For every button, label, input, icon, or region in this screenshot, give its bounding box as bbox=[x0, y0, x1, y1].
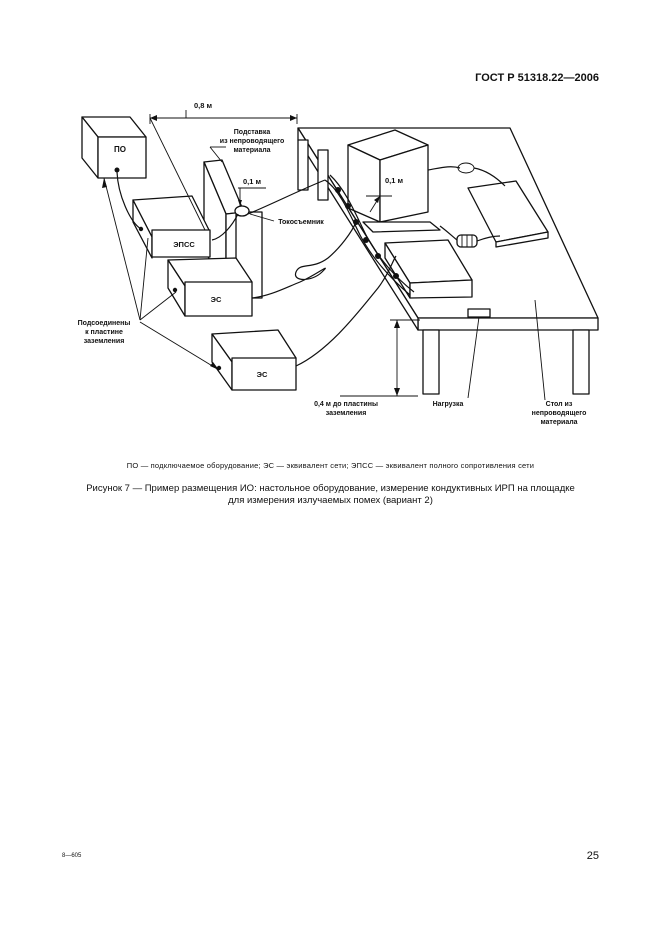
figure-caption: Рисунок 7 — Пример размещения ИО: настол… bbox=[60, 483, 601, 507]
es-label-1: ЭС bbox=[211, 295, 222, 304]
svg-text:к пластине: к пластине bbox=[85, 329, 123, 336]
svg-text:заземления: заземления bbox=[84, 338, 125, 345]
svg-text:Нагрузка: Нагрузка bbox=[433, 401, 464, 408]
figure-legend: ПО — подключаемое оборудование; ЭС — экв… bbox=[126, 461, 535, 470]
current-probe-label: Токосъемник bbox=[249, 213, 324, 226]
po-box: ПО bbox=[81, 116, 147, 179]
es-label-2: ЭС bbox=[257, 370, 268, 379]
svg-text:Стол из: Стол из bbox=[546, 401, 573, 408]
document-header: ГОСТ Р 51318.22—2006 bbox=[475, 72, 599, 84]
svg-text:0,1 м: 0,1 м bbox=[385, 176, 404, 185]
po-label: ПО bbox=[114, 145, 126, 154]
svg-text:Подсоединены: Подсоединены bbox=[78, 320, 131, 327]
equipment-layout-figure: ПО ЭПСС ЭС ЭС bbox=[78, 101, 599, 426]
svg-text:материала: материала bbox=[540, 419, 577, 426]
es-box-2: ЭС bbox=[211, 329, 297, 391]
svg-text:непроводящего: непроводящего bbox=[532, 410, 587, 417]
load-label: Нагрузка bbox=[433, 316, 480, 408]
svg-text:Подставка: Подставка bbox=[234, 129, 271, 136]
svg-text:заземления: заземления bbox=[326, 410, 367, 417]
footer-code: 8—605 bbox=[62, 853, 82, 859]
svg-text:0,4 м до пластины: 0,4 м до пластины bbox=[314, 401, 378, 408]
eut-lower-unit bbox=[384, 239, 473, 299]
dim-04m: 0,4 м до пластины заземления bbox=[314, 319, 420, 417]
svg-text:0,1 м: 0,1 м bbox=[243, 177, 262, 186]
dim-01m-right: 0,1 м bbox=[366, 176, 404, 213]
page-number: 25 bbox=[586, 850, 599, 862]
support-label: Подставка из непроводящего материала bbox=[209, 129, 284, 163]
coil-bundle-icon bbox=[456, 234, 478, 248]
dim-08-label: 0,8 м bbox=[194, 101, 213, 110]
ground-connection-lines bbox=[102, 177, 220, 371]
epss-box: ЭПСС bbox=[132, 195, 211, 259]
dim-01m-left: 0,1 м bbox=[238, 177, 266, 206]
ground-label: Подсоединены к пластине заземления bbox=[78, 320, 131, 345]
table-label: Стол из непроводящего материала bbox=[532, 299, 587, 426]
epss-label: ЭПСС bbox=[173, 240, 195, 249]
interconnect-cables bbox=[116, 171, 397, 367]
dim-08m: 0,8 м bbox=[149, 101, 298, 231]
caption-line-1: Рисунок 7 — Пример размещения ИО: настол… bbox=[86, 483, 575, 494]
eut-panel bbox=[467, 180, 549, 248]
es-box-1: ЭС bbox=[167, 257, 253, 317]
eut-upper-unit bbox=[347, 129, 441, 233]
caption-line-2: для измерения излучаемых помех (вариант … bbox=[228, 495, 433, 506]
svg-text:материала: материала bbox=[233, 147, 270, 154]
svg-text:Токосъемник: Токосъемник bbox=[278, 219, 324, 226]
svg-text:из непроводящего: из непроводящего bbox=[220, 138, 284, 145]
current-probe-icon bbox=[234, 205, 250, 217]
cable-bundle bbox=[324, 166, 506, 296]
load-box bbox=[467, 308, 491, 318]
